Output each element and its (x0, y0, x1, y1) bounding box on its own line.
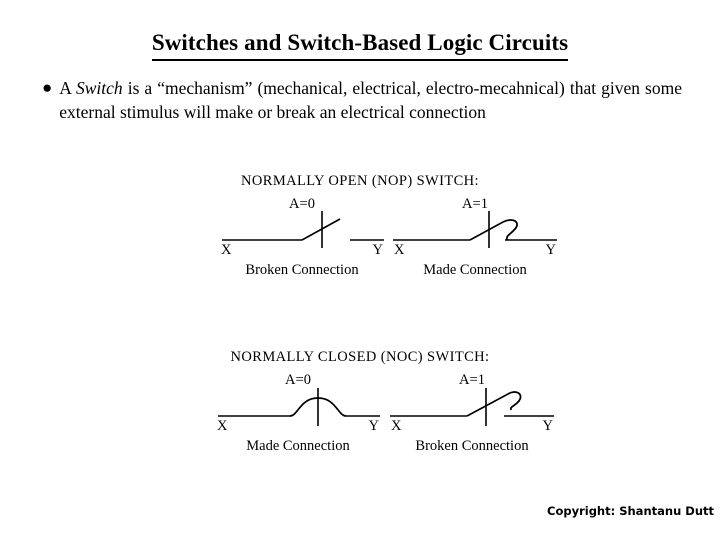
terminal-y-nop-a1: Y (545, 242, 556, 258)
caption-noc-a1: Broken Connection (415, 438, 529, 454)
bullet-text-rest: is a “mechanism” (mechanical, electrical… (59, 78, 682, 122)
page-title-text: Switches and Switch-Based Logic Circuits (151, 30, 569, 61)
switch-symbol-noc-closed (218, 388, 380, 426)
figure-nop-a1: A=1 X Y Made Connection (385, 196, 565, 301)
caption-nop-a0: Broken Connection (245, 262, 359, 278)
bullet-item-text: A Switch is a “mechanism” (mechanical, e… (59, 76, 682, 124)
section-heading-noc: NORMALLY CLOSED (NOC) SWITCH: (230, 349, 490, 365)
terminal-x-nop-a0: X (221, 242, 232, 258)
switch-symbol-nop-open (222, 211, 384, 248)
terminal-x-noc-a1: X (391, 418, 402, 434)
terminal-y-nop-a0: Y (372, 242, 383, 258)
control-label-nop-a1: A=1 (462, 196, 488, 212)
bullet-keyword-switch: Switch (76, 78, 123, 98)
terminal-y-noc-a1: Y (542, 418, 553, 434)
caption-noc-a0: Made Connection (246, 438, 350, 454)
control-label-noc-a0: A=0 (285, 372, 311, 388)
terminal-x-noc-a0: X (217, 418, 228, 434)
terminal-y-noc-a0: Y (368, 418, 379, 434)
figure-noc-a0: A=0 X Y Made Connection (208, 372, 388, 477)
page-title: Switches and Switch-Based Logic Circuits (0, 30, 720, 61)
figure-noc-a1: A=1 X Y Broken Connection (382, 372, 562, 477)
switch-symbol-nop-closed (393, 211, 557, 248)
control-label-noc-a1: A=1 (459, 372, 485, 388)
figure-nop-a0: A=0 X Y Broken Connection (212, 196, 392, 301)
section-heading-nop: NORMALLY OPEN (NOP) SWITCH: (241, 173, 479, 189)
switch-symbol-noc-open (390, 388, 554, 426)
bullet-marker-icon: ● (42, 78, 53, 97)
bullet-item: ● A Switch is a “mechanism” (mechanical,… (42, 76, 682, 124)
terminal-x-nop-a1: X (394, 242, 405, 258)
copyright-notice: Copyright: Shantanu Dutt (547, 504, 714, 518)
caption-nop-a1: Made Connection (423, 262, 527, 278)
control-label-nop-a0: A=0 (289, 196, 315, 212)
bullet-text-lead: A (59, 78, 76, 98)
